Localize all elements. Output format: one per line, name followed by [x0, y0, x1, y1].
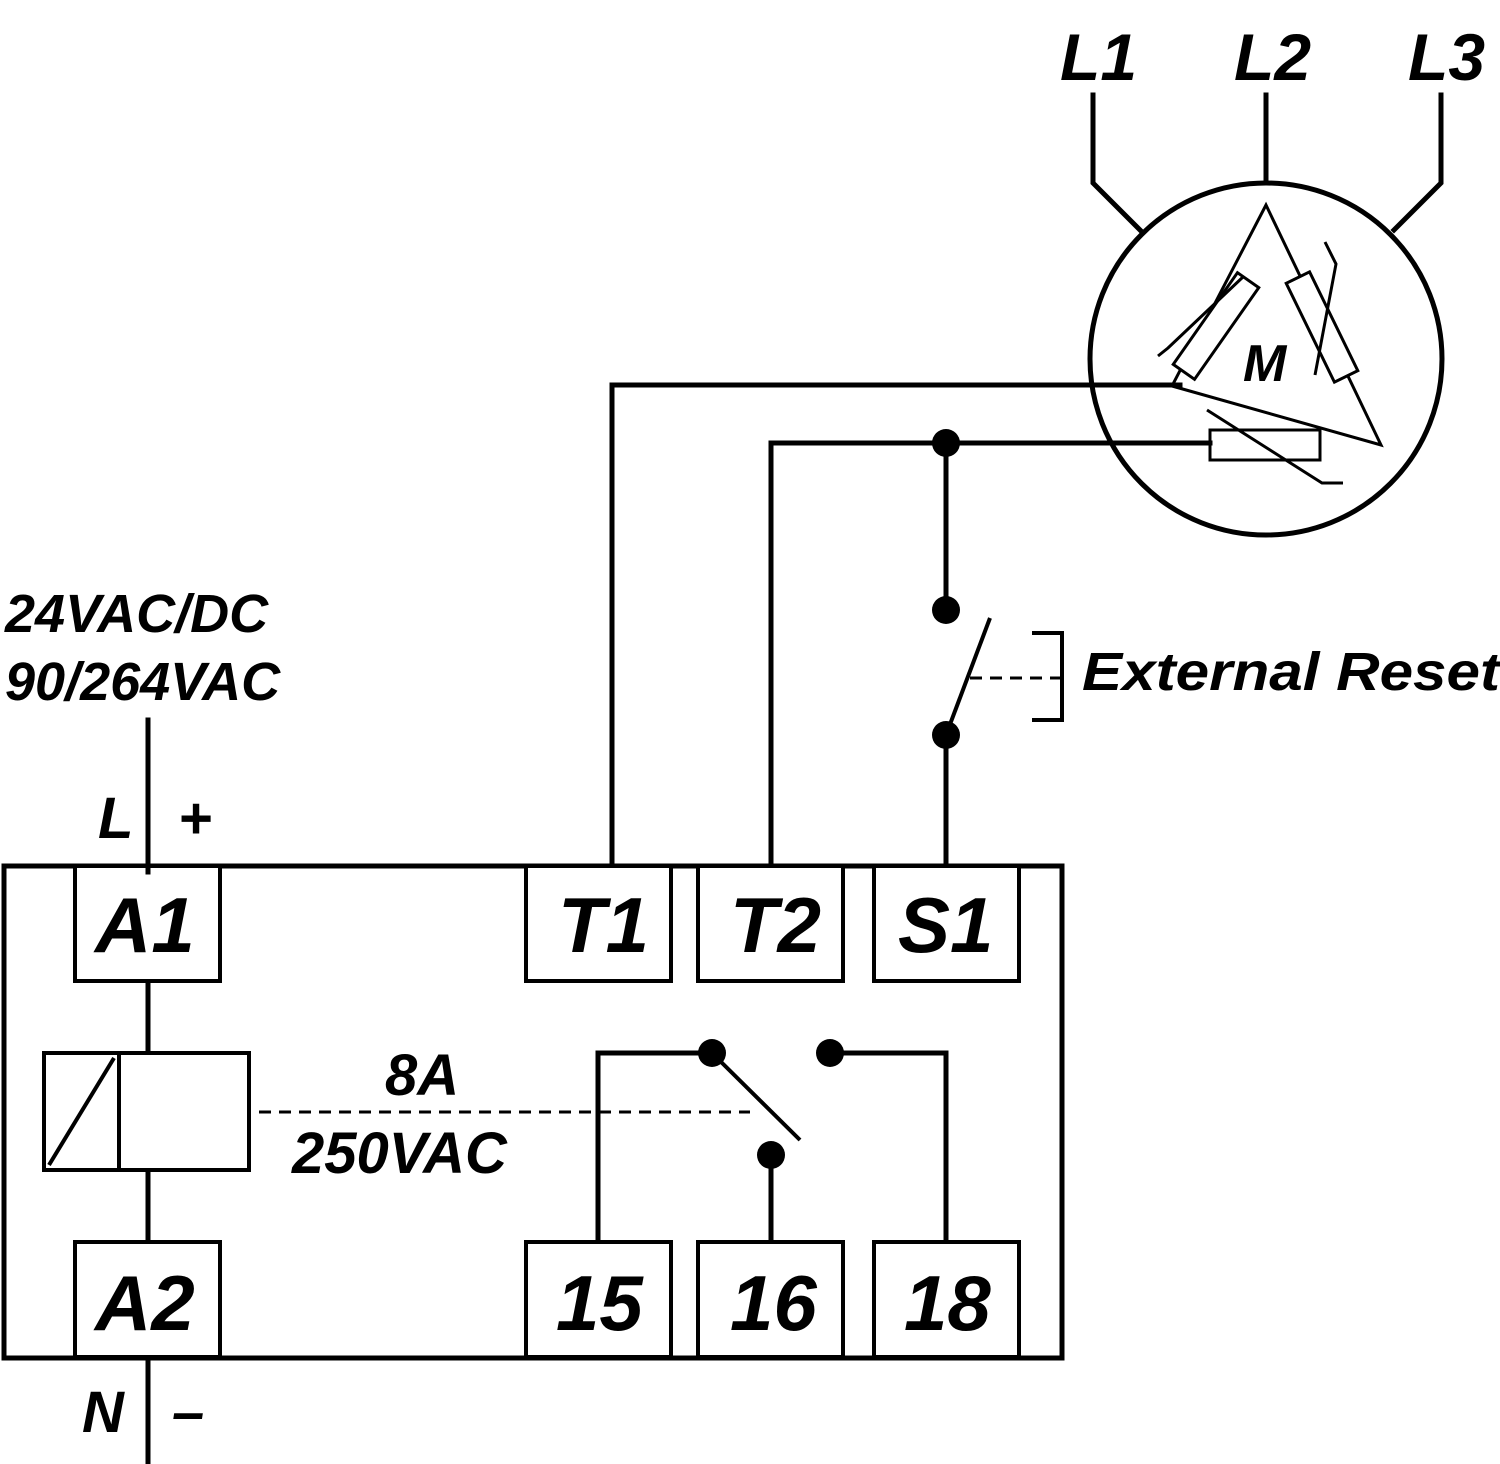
phase-label-l1: L1 [1060, 20, 1137, 94]
junction-node [932, 429, 960, 457]
thermistor-left [1157, 270, 1261, 382]
thermistor-bottom [1206, 408, 1343, 485]
reset-contact-top [932, 596, 960, 624]
terminal-t1-label: T1 [558, 881, 649, 969]
relay-coil [42, 1051, 251, 1172]
wire-15 [595, 1050, 715, 1245]
wire-t1 [609, 382, 1183, 865]
terminal-a2-label: A2 [93, 1259, 195, 1347]
terminal-a1-label: A1 [93, 881, 195, 969]
terminal-15-label: 15 [556, 1259, 644, 1347]
contact-rating-voltage: 250VAC [291, 1121, 508, 1186]
supply-minus-label: – [172, 1380, 204, 1445]
terminal-18[interactable]: 18 [872, 1240, 1021, 1359]
terminal-t2[interactable]: T2 [696, 864, 845, 983]
supply-voltage-line2: 90/264VAC [5, 652, 281, 712]
supply-voltage-line1: 24VAC/DC [4, 584, 269, 644]
motor-label: M [1243, 335, 1288, 393]
wire-t2 [768, 440, 1213, 865]
terminal-16[interactable]: 16 [696, 1240, 845, 1359]
terminal-16-label: 16 [730, 1259, 817, 1347]
terminal-18-label: 18 [904, 1259, 991, 1347]
terminal-t2-label: T2 [730, 881, 821, 969]
supply-plus-label: + [178, 786, 212, 851]
terminal-t1[interactable]: T1 [524, 864, 673, 983]
terminal-15[interactable]: 15 [524, 1240, 673, 1359]
contact-18-point [816, 1039, 844, 1067]
terminal-s1-label: S1 [898, 881, 993, 969]
terminal-s1[interactable]: S1 [872, 864, 1021, 983]
wire-18 [827, 1050, 949, 1245]
phase-label-l3: L3 [1408, 20, 1485, 94]
phase-label-l2: L2 [1234, 20, 1311, 94]
supply-l-label: L [98, 786, 133, 851]
phase-leads [1090, 92, 1444, 234]
reset-bracket [1032, 631, 1064, 722]
motor-housing [1087, 180, 1445, 538]
supply-n-label: N [82, 1380, 125, 1445]
terminal-a2[interactable]: A2 [73, 1240, 222, 1359]
changeover-blade [710, 1051, 802, 1142]
terminal-a1[interactable]: A1 [73, 864, 222, 983]
thermistor-right [1284, 241, 1360, 385]
reset-switch-blade [944, 617, 992, 736]
reset-label: External Reset [1082, 642, 1500, 702]
contact-rating-current: 8A [385, 1043, 459, 1108]
contact-16-point [757, 1141, 785, 1169]
